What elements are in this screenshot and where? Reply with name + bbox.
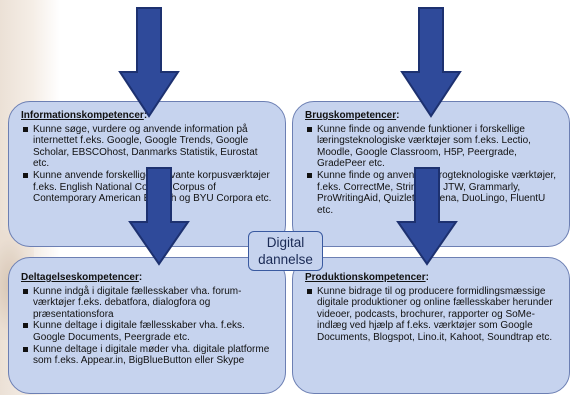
- arrow-down-icon-shape: [396, 167, 458, 266]
- box-title-suffix: :: [138, 272, 143, 283]
- box-title: Produktionskompetencer:: [305, 272, 557, 284]
- arrow-down-icon: [128, 166, 190, 266]
- arrow-down-icon: [400, 6, 462, 118]
- list-item: Kunne bidrage til og producere formidlin…: [307, 286, 557, 344]
- arrow-down-icon-shape: [118, 7, 180, 118]
- box-produktionskompetencer: Produktionskompetencer: Kunne bidrage ti…: [292, 257, 570, 394]
- list-item: Kunne indgå i digitale fællesskaber vha.…: [23, 286, 273, 321]
- center-label-digital-dannelse: Digital dannelse: [248, 231, 323, 271]
- list-item: Kunne finde og anvende funktioner i fors…: [307, 124, 557, 170]
- center-label-line1: Digital: [266, 235, 305, 250]
- list-item: Kunne deltage i digitale møder vha. digi…: [23, 344, 273, 367]
- list-item: Kunne deltage i digitale fællesskaber vh…: [23, 320, 273, 343]
- box-title-suffix: :: [425, 272, 429, 283]
- box-title-text: Informationskompetencer: [21, 110, 144, 121]
- box-title-text: Deltagelseskompetencer: [21, 272, 139, 283]
- box-deltagelseskompetencer: Deltagelseskompetencer: Kunne indgå i di…: [8, 257, 286, 394]
- center-label-line2: dannelse: [258, 252, 313, 267]
- arrow-down-icon-shape: [400, 7, 462, 118]
- box-title: Deltagelseskompetencer:: [21, 272, 273, 284]
- box-title-text: Brugskompetencer: [305, 110, 397, 121]
- box-title-suffix: :: [396, 110, 400, 121]
- box-title: Informationskompetencer:: [21, 110, 273, 122]
- arrow-down-icon-shape: [128, 167, 190, 266]
- box-title-suffix: :: [143, 110, 148, 121]
- bullet-list: Kunne bidrage til og producere formidlin…: [305, 286, 557, 344]
- bullet-list: Kunne indgå i digitale fællesskaber vha.…: [21, 286, 273, 367]
- box-title-text: Produktionskompetencer: [305, 272, 426, 283]
- list-item: Kunne søge, vurdere og anvende informati…: [23, 124, 273, 170]
- arrow-down-icon: [396, 166, 458, 266]
- box-title: Brugskompetencer:: [305, 110, 557, 122]
- arrow-down-icon: [118, 6, 180, 118]
